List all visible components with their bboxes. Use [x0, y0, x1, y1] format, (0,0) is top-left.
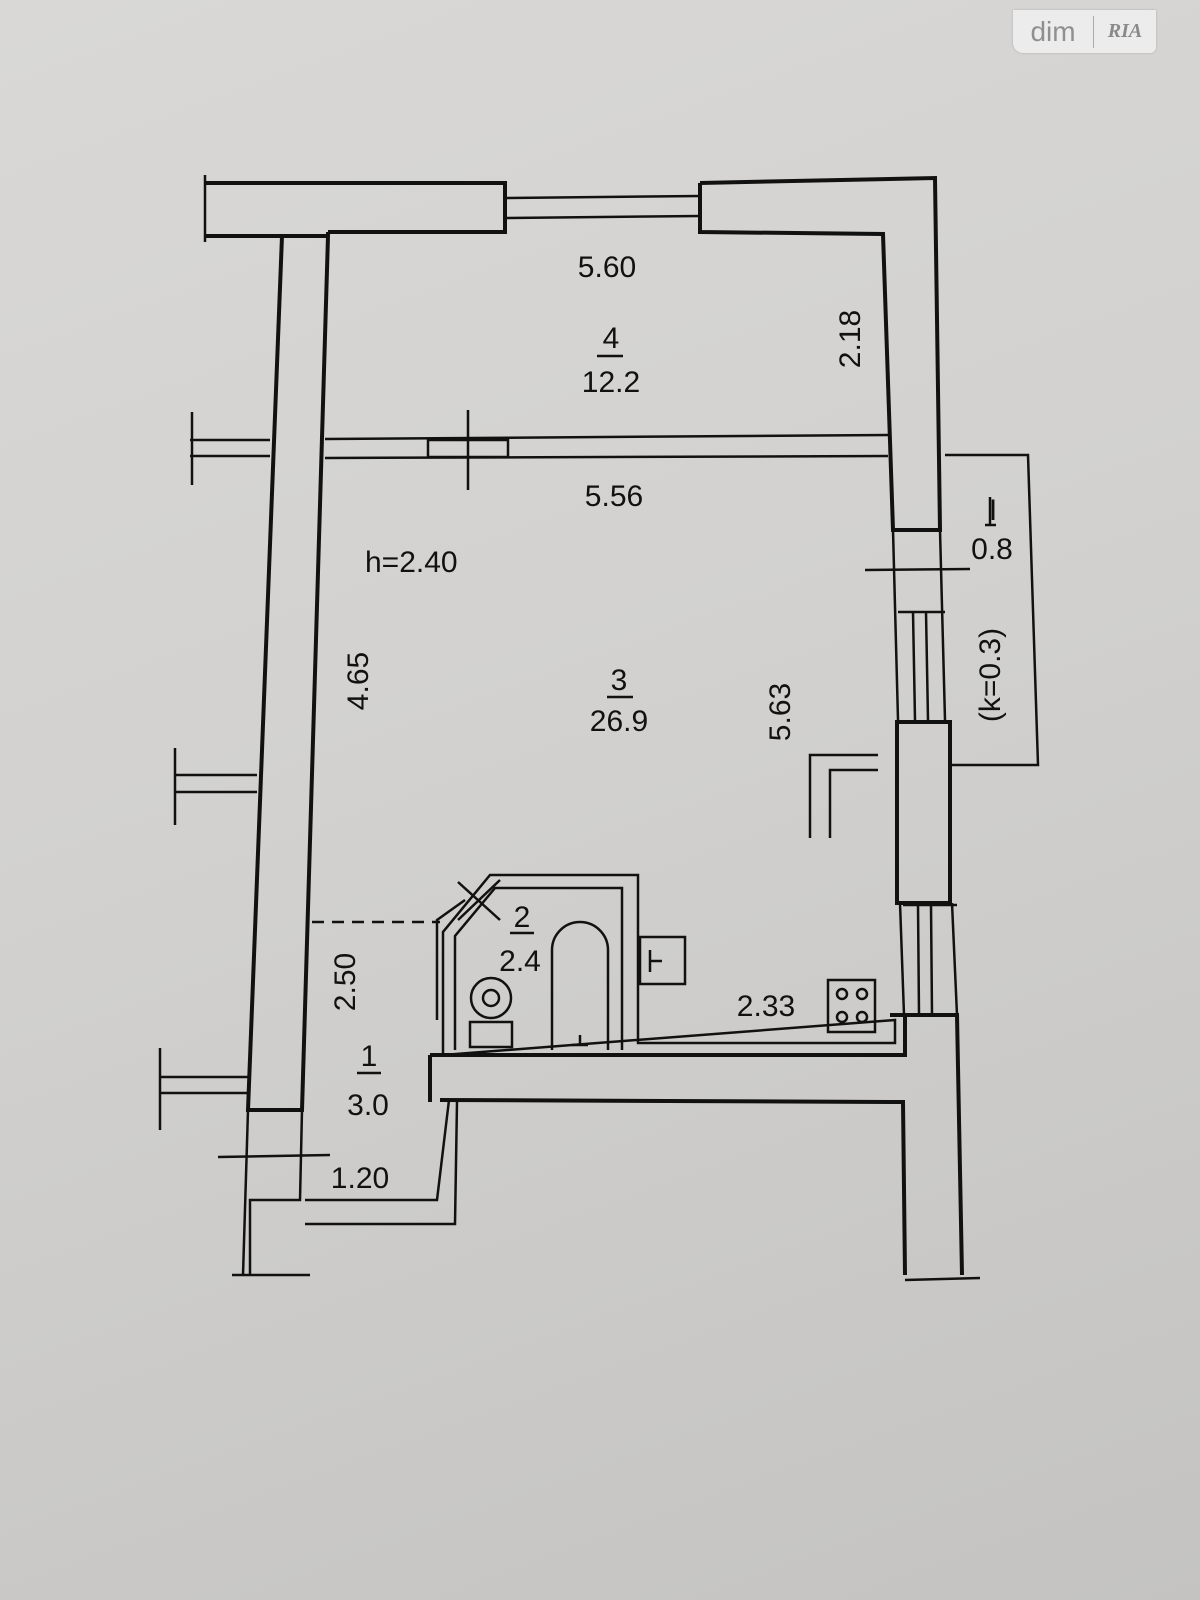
bathroom: [441, 873, 897, 1057]
room3-number: 3: [611, 664, 628, 697]
partition: [324, 410, 889, 490]
ceiling-height-label: h=2.40: [365, 546, 458, 579]
room1-number: 1: [361, 1040, 378, 1073]
window-top: [504, 194, 701, 220]
room1-width-label: 1.20: [331, 1162, 389, 1195]
room4-area: 12.2: [582, 366, 640, 399]
stove-icon: [826, 978, 877, 1034]
dim-ria-logo[interactable]: dim RIA: [1013, 10, 1156, 53]
room2-area: 2.4: [499, 945, 541, 978]
room3-left-length-label: 4.65: [342, 652, 375, 710]
window-right: [898, 610, 957, 1016]
bathtub-icon: [550, 920, 610, 1050]
balcony-area: 0.8: [971, 533, 1013, 566]
sink-icon: [638, 935, 687, 986]
logo-dim-text: dim: [1013, 15, 1094, 48]
room2-number: 2: [514, 901, 531, 934]
room1-area: 3.0: [347, 1089, 389, 1122]
room4-width-label: 5.60: [578, 251, 636, 284]
logo-ria-text: RIA: [1107, 20, 1143, 42]
kitchen-width-label: 2.33: [737, 990, 795, 1023]
balcony-coefficient: (k=0.3): [974, 628, 1007, 722]
toilet-icon: [468, 976, 514, 1049]
room3-right-length-label: 5.63: [764, 683, 797, 741]
room1-length-label: 2.50: [329, 953, 362, 1011]
balcony-number: I: [989, 494, 997, 527]
walls: [158, 175, 981, 1282]
room3-width-label: 5.56: [585, 480, 643, 513]
room4-number: 4: [603, 322, 620, 355]
room4-depth-label: 2.18: [834, 310, 867, 368]
balcony: [945, 453, 1040, 767]
room3-area: 26.9: [590, 705, 648, 738]
